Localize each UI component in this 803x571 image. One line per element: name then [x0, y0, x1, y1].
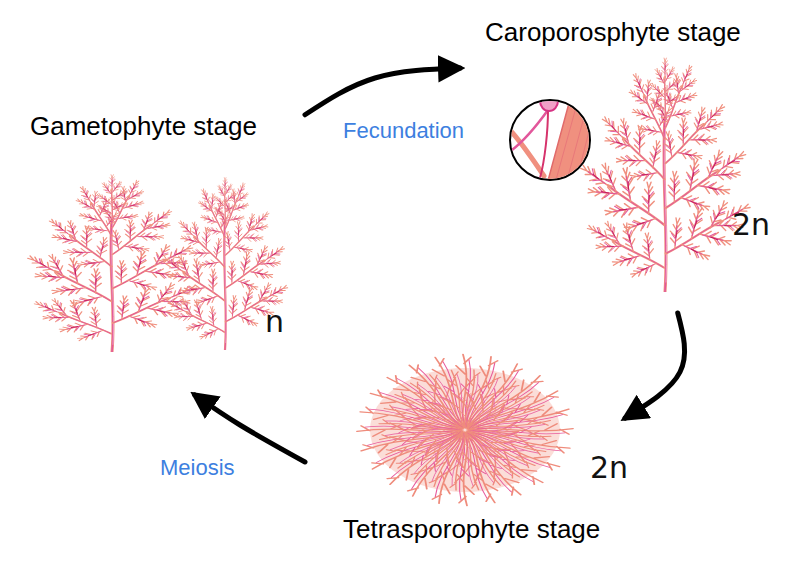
gametophyte-frond [151, 178, 297, 350]
cycle-arrow [195, 395, 305, 462]
thallus-hatching [556, 100, 596, 186]
gametophyte-frond [12, 175, 210, 352]
edge-label: Meiosis [160, 455, 235, 480]
tetrasporophyte-tuft [357, 354, 573, 505]
cycle-arrow [625, 313, 684, 418]
stage-node: Gametophyte stage n [15, 100, 305, 395]
carposporophyte-stalk [512, 110, 548, 150]
ploidy-label: n [265, 305, 284, 340]
carposporophyte-frond [565, 58, 763, 292]
magnified-inset [508, 91, 602, 192]
edge-label: Fecundation [343, 118, 464, 143]
stage-node: Tetrasporophyte stage 2n [305, 418, 650, 558]
tuft-core [370, 368, 560, 492]
cycle-arrow [305, 68, 460, 115]
stage-node: Caroporosphyte stage 2n [460, 8, 795, 313]
stage-title: Caroporosphyte stage [485, 18, 741, 48]
stage-title: Gametophyte stage [30, 112, 257, 142]
ploidy-label: 2n [590, 451, 628, 486]
carposporophyte-stalk [540, 110, 548, 178]
stage-title: Tetrasporophyte stage [343, 515, 600, 545]
ploidy-label: 2n [732, 208, 770, 243]
filament [508, 128, 544, 176]
cystocarp [540, 91, 558, 111]
